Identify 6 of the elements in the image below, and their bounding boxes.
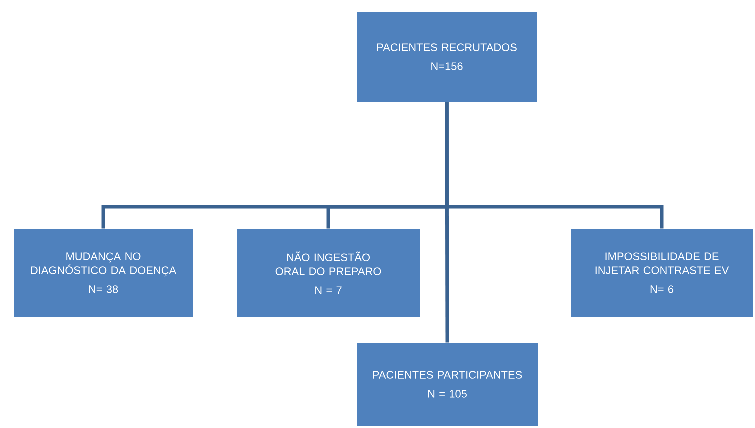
- connector-line: [445, 102, 450, 343]
- process-box: IMPOSSIBILIDADE DE INJETAR CONTRASTE EV N= 6: [571, 229, 753, 317]
- process-box: PACIENTES PARTICIPANTES N = 105: [357, 343, 538, 426]
- process-box: MUDANÇA NO DIAGNÓSTICO DA DOENÇA N= 38: [14, 229, 193, 317]
- process-box: PACIENTES RECRUTADOS N=156: [357, 12, 537, 102]
- process-box: NÃO INGESTÃO ORAL DO PREPARO N = 7: [237, 229, 420, 317]
